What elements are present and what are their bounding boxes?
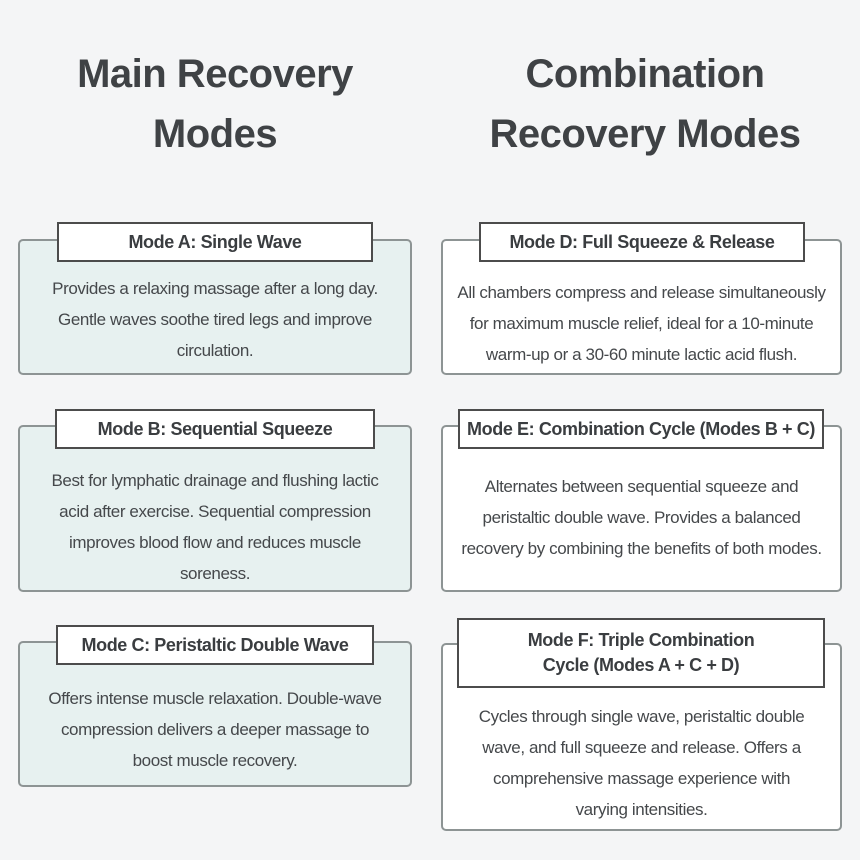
mode-d-description: All chambers compress and release simult… xyxy=(457,283,826,364)
mode-a-description: Provides a relaxing massage after a long… xyxy=(52,279,378,360)
mode-b-title: Mode B: Sequential Squeeze xyxy=(97,418,333,439)
mode-e-title-box: Mode E: Combination Cycle (Modes B + C) xyxy=(458,409,824,449)
mode-b-title-box: Mode B: Sequential Squeeze xyxy=(55,409,375,449)
main-recovery-modes-heading: Main Recovery Modes xyxy=(77,52,353,156)
mode-f-title: Mode F: Triple Combination Cycle (Modes … xyxy=(527,630,755,675)
mode-c-card: Offers intense muscle relaxation. Double… xyxy=(18,641,412,787)
mode-c-title-box: Mode C: Peristaltic Double Wave xyxy=(56,625,374,665)
mode-f-description: Cycles through single wave, peristaltic … xyxy=(478,707,805,819)
mode-a-title-box: Mode A: Single Wave xyxy=(57,222,373,262)
mode-e-card: Alternates between sequential squeeze an… xyxy=(441,425,842,592)
mode-b-description: Best for lymphatic drainage and flushing… xyxy=(51,471,379,583)
mode-c-description: Offers intense muscle relaxation. Double… xyxy=(48,689,382,770)
mode-b-card: Best for lymphatic drainage and flushing… xyxy=(18,425,412,592)
mode-f-title-box: Mode F: Triple Combination Cycle (Modes … xyxy=(457,618,825,688)
mode-a-title: Mode A: Single Wave xyxy=(128,231,302,252)
mode-c-title: Mode C: Peristaltic Double Wave xyxy=(81,634,349,655)
combination-recovery-modes-heading: Combination Recovery Modes xyxy=(489,52,801,156)
mode-e-description: Alternates between sequential squeeze an… xyxy=(461,477,822,558)
mode-d-title-box: Mode D: Full Squeeze & Release xyxy=(479,222,805,262)
mode-d-title: Mode D: Full Squeeze & Release xyxy=(509,231,775,252)
mode-e-title: Mode E: Combination Cycle (Modes B + C) xyxy=(467,418,815,439)
